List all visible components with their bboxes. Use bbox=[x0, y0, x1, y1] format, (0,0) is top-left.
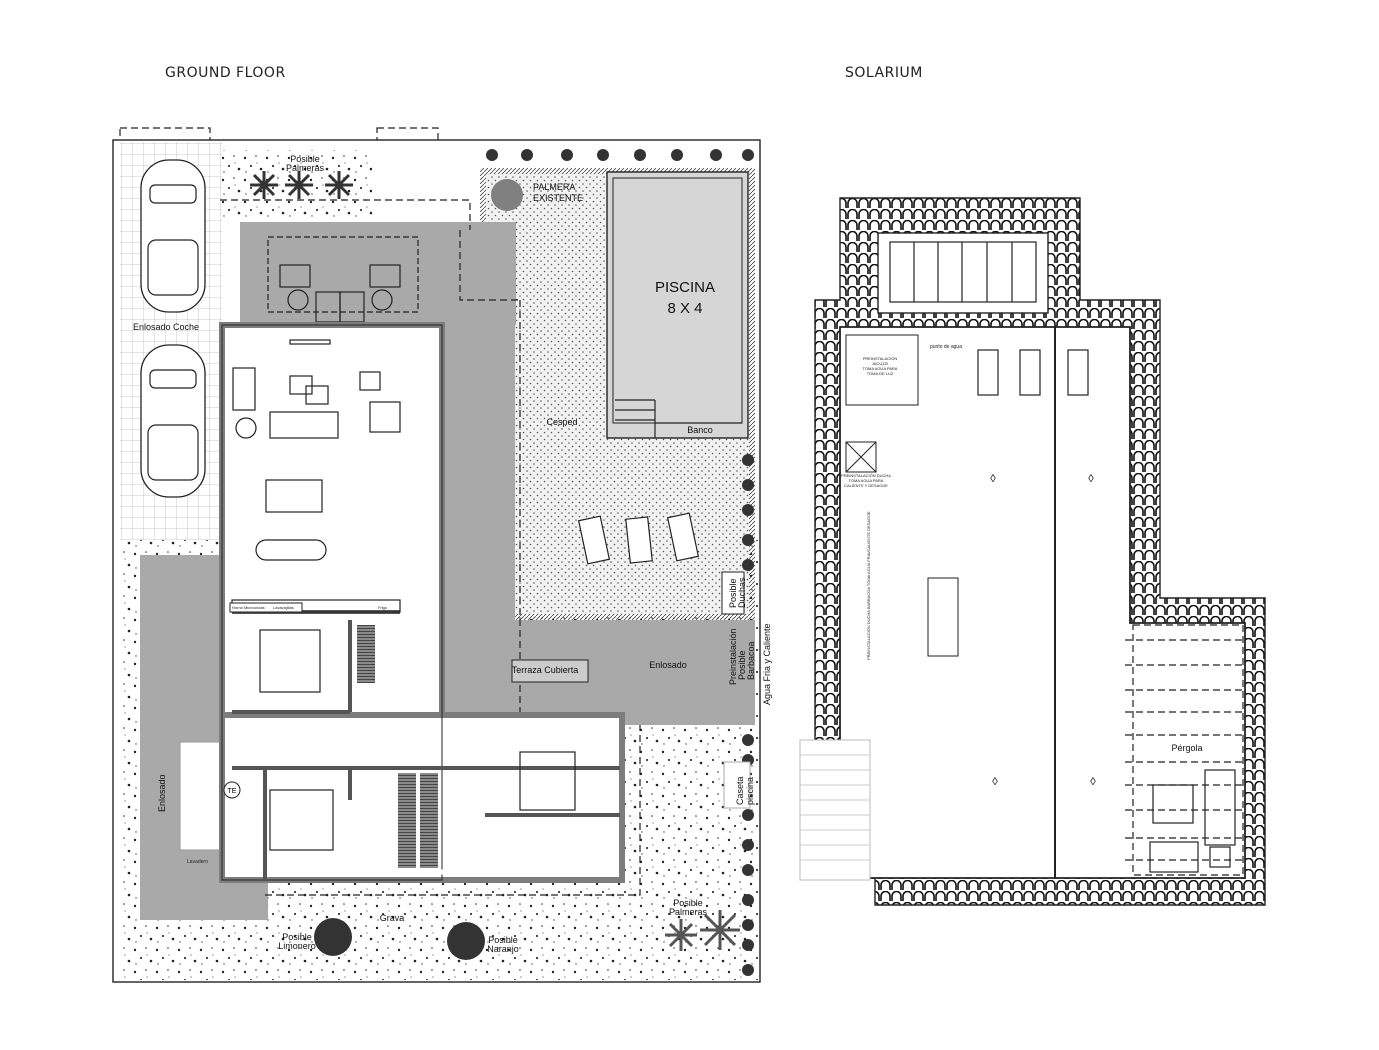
label-orange-tree: Naranjo bbox=[487, 944, 519, 954]
orange-tree-icon bbox=[447, 922, 485, 960]
vent-icon: ◊ bbox=[1090, 776, 1096, 788]
vent-icon: ◊ bbox=[1088, 473, 1094, 485]
label-possible-palms-bottom: Posible bbox=[673, 898, 703, 908]
label-lemon-tree: Posible bbox=[282, 932, 312, 942]
terrace-paving bbox=[440, 325, 515, 725]
jacuzzi bbox=[845, 334, 919, 406]
label-dishwasher: Lavavajillas bbox=[273, 605, 294, 610]
gate-top bbox=[376, 127, 439, 142]
label-oven: Horno Microondas bbox=[232, 605, 265, 610]
shower-tray-drain bbox=[845, 441, 877, 473]
label-jacuzzi: JACUZZI bbox=[872, 361, 888, 366]
gate-left bbox=[119, 127, 211, 142]
roof-dining-table bbox=[927, 577, 959, 657]
setback-line bbox=[220, 199, 471, 230]
sun-loungers bbox=[577, 512, 700, 565]
car-icon bbox=[140, 159, 206, 313]
pergola-seating bbox=[1149, 769, 1236, 873]
solarium-title: SOLARIUM bbox=[845, 65, 923, 81]
label-pool-size: 8 X 4 bbox=[667, 300, 702, 317]
car-icon bbox=[140, 344, 206, 498]
label-gravel: Grava bbox=[380, 913, 405, 923]
label-possible-palms: Posible bbox=[290, 154, 320, 164]
label-existing-palm: EXISTENTE bbox=[533, 193, 583, 203]
pool-inner bbox=[612, 177, 743, 424]
label-laundry: Lavadero bbox=[187, 859, 208, 865]
porch-paving bbox=[240, 222, 516, 325]
label-pool: PISCINA bbox=[655, 279, 715, 296]
palm-tree-existing-icon bbox=[491, 179, 523, 211]
label-existing-palm: PALMERA bbox=[533, 182, 575, 192]
label-possible-palms: Palmeras bbox=[286, 163, 325, 173]
palm-icons-bottom bbox=[665, 910, 740, 951]
wardrobe bbox=[357, 625, 375, 683]
label-covered-terrace: Terraza Cubierta bbox=[512, 665, 579, 675]
label-paving: Enlosado bbox=[649, 660, 687, 670]
terrace-table bbox=[511, 659, 589, 683]
porch-furniture bbox=[267, 236, 419, 323]
wardrobe bbox=[398, 773, 416, 868]
beds bbox=[259, 629, 576, 851]
pool-steps bbox=[615, 399, 742, 438]
label-pool-shed: piscina bbox=[745, 777, 755, 805]
pool-shed-box bbox=[723, 761, 751, 809]
label-showers: Posible bbox=[728, 578, 738, 608]
label-shower: PREINSTALACIÓN DUCHA bbox=[841, 473, 891, 478]
house-outline bbox=[221, 324, 443, 881]
label-bbq: Preinstalación bbox=[728, 628, 738, 685]
label-fridge: Frigo bbox=[378, 605, 388, 610]
label-jacuzzi: TOMA AGUA PARA bbox=[863, 366, 898, 371]
skylight bbox=[877, 232, 1049, 314]
shower-box bbox=[721, 571, 745, 615]
label-orange-tree: Posible bbox=[488, 935, 518, 945]
label-water: Agua Fria y Caliente bbox=[762, 623, 772, 705]
label-jacuzzi: PREINSTALACIÓN bbox=[863, 356, 898, 361]
label-jacuzzi: TOMA DE LUZ bbox=[867, 371, 894, 376]
label-bbq: Posible bbox=[737, 650, 747, 680]
label-lawn: Cesped bbox=[546, 417, 577, 427]
lemon-tree-icon bbox=[314, 918, 352, 956]
label-lemon-tree: Limonero bbox=[278, 941, 316, 951]
vent-icon: ◊ bbox=[990, 473, 996, 485]
label-possible-palms-bottom: Palmeras bbox=[669, 907, 708, 917]
stair-treads bbox=[800, 754, 870, 861]
label-shower: TOMA AGUA PARA bbox=[849, 478, 884, 483]
label-shower: CALIENTE Y DESAGÜE bbox=[844, 483, 888, 488]
wardrobe bbox=[420, 773, 438, 868]
ground-floor-title: GROUND FLOOR bbox=[165, 65, 286, 81]
side-paving bbox=[140, 555, 225, 920]
label-pool-shed: Caseta bbox=[735, 776, 745, 805]
ground-floor-plan: Posible Palmeras PALMERA EXISTENTE PISCI… bbox=[112, 127, 772, 983]
hedge-shrubs bbox=[486, 149, 754, 976]
kitchen-counter bbox=[229, 602, 303, 613]
label-showers: Duchas bbox=[737, 577, 747, 608]
label-bench: Banco bbox=[687, 425, 713, 435]
solarium-plan: Pérgola punto de agua PREINSTALACIÓN JAC… bbox=[799, 197, 1266, 906]
label-car-paving: Enlosado Coche bbox=[133, 322, 199, 332]
vent-icon: ◊ bbox=[992, 776, 998, 788]
label-pergola: Pérgola bbox=[1171, 743, 1202, 753]
palm-icons-top bbox=[250, 171, 353, 199]
te-marker bbox=[223, 781, 241, 799]
sun-loungers-roof bbox=[977, 349, 1089, 396]
label-water-point: punto de agua bbox=[930, 344, 962, 350]
label-bbq: Barbacoa bbox=[746, 641, 756, 680]
label-side-paving: Enlosado bbox=[157, 774, 167, 812]
solarium-stairs bbox=[799, 739, 871, 881]
skylight-bars bbox=[889, 241, 1037, 303]
label-te: TE bbox=[228, 788, 237, 795]
label-bbq-preinstall: PREINSTALACIÓN DUCHA BARBACOA TOMA AGUA … bbox=[866, 511, 871, 660]
